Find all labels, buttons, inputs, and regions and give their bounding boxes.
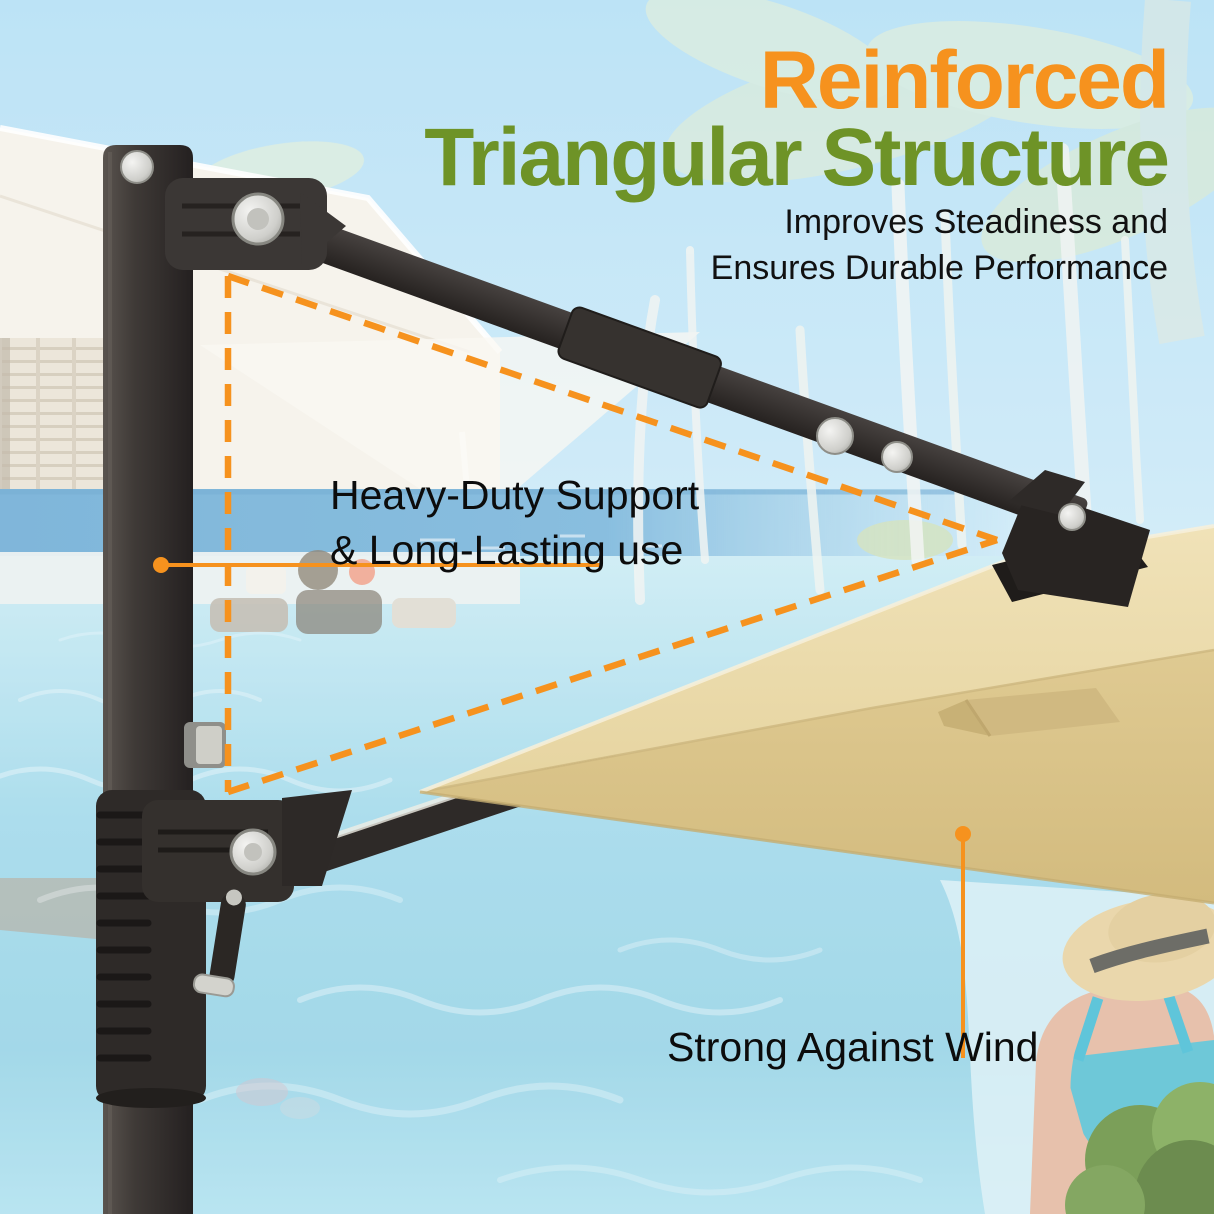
swimmer	[1030, 893, 1214, 1214]
callout-support-line2: & Long-Lasting use	[330, 527, 684, 573]
plant	[1065, 1082, 1214, 1214]
subtitle-line1: Improves Steadiness and	[784, 203, 1168, 241]
subtitle-line2: Ensures Durable Performance	[710, 249, 1168, 287]
headline-line2: Triangular Structure	[424, 112, 1170, 203]
headline-line1: Reinforced	[759, 35, 1170, 126]
arm-joint	[557, 306, 722, 409]
headline: Reinforced Triangular Structure	[424, 35, 1170, 203]
upper-bracket	[120, 150, 346, 270]
canopy-vent	[938, 688, 1120, 737]
lower-bracket	[142, 722, 352, 998]
tilt-lever	[192, 889, 246, 998]
callout-wind-label: Strong Against Wind	[667, 1024, 1039, 1070]
callout-support-label: Heavy-Duty Support & Long-Lasting use	[330, 468, 699, 578]
subtitle: Improves Steadiness and Ensures Durable …	[711, 199, 1168, 291]
callout-support-line1: Heavy-Duty Support	[330, 472, 700, 518]
callout-line-support	[153, 557, 601, 573]
upper-arm	[245, 200, 1088, 535]
umbrella-pole	[96, 145, 206, 1214]
palm-fronds	[195, 0, 1214, 345]
canopy-hub	[992, 470, 1150, 607]
dashed-triangle	[224, 272, 999, 796]
callout-line-wind	[955, 826, 971, 1058]
